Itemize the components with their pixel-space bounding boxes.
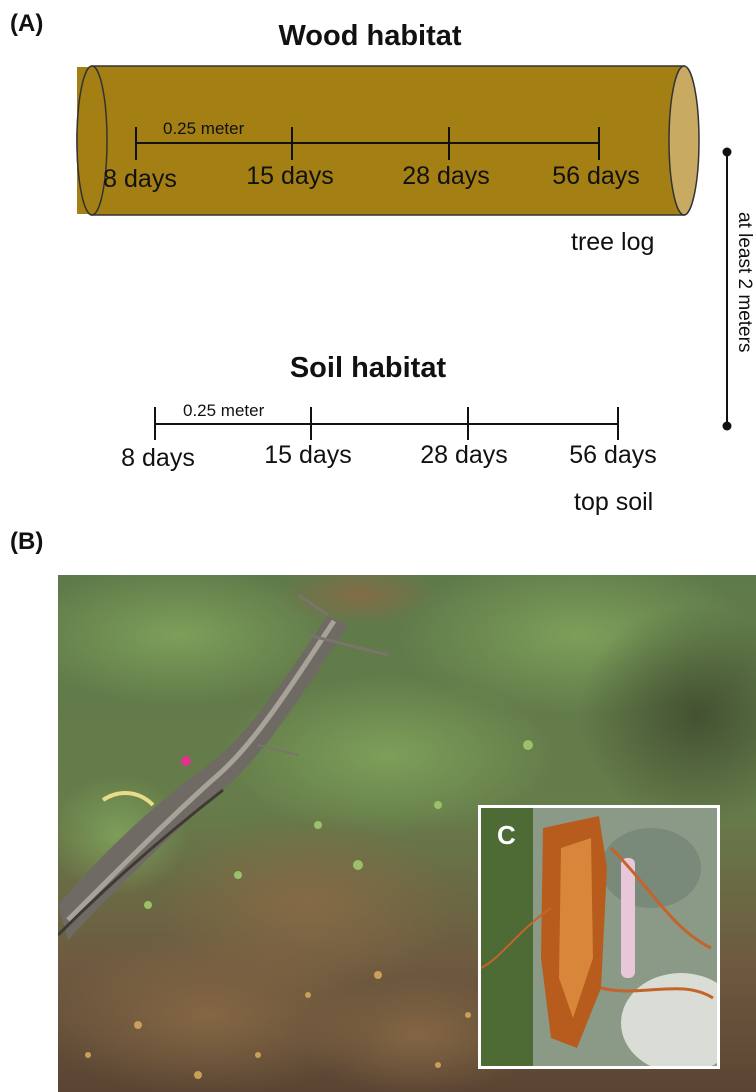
soil-tick-label-15: 15 days xyxy=(264,441,352,469)
soil-tick-label-8: 8 days xyxy=(121,444,195,472)
log-cut-end xyxy=(668,65,700,216)
wood-tick-label-8: 8 days xyxy=(103,165,177,193)
distance-label: at least 2 meters xyxy=(734,212,755,353)
distance-bar xyxy=(722,147,732,431)
panel-b-label: (B) xyxy=(10,528,44,555)
wood-sampling-line xyxy=(135,127,600,160)
wood-habitat-title: Wood habitat xyxy=(278,20,462,52)
bark-closeup-photo xyxy=(478,805,720,1069)
soil-segment-label: 0.25 meter xyxy=(183,401,265,420)
wood-segment-label: 0.25 meter xyxy=(163,119,245,138)
wood-tick-label-28: 28 days xyxy=(402,162,490,190)
inset-c-label: C xyxy=(497,820,516,850)
tree-log-caption: tree log xyxy=(571,228,655,256)
habitat-diagram xyxy=(76,65,732,440)
tree-log-shape xyxy=(76,65,700,216)
forest-floor-photo xyxy=(58,575,756,1092)
soil-tick-label-56: 56 days xyxy=(569,441,657,469)
log-body xyxy=(92,66,685,215)
wood-tick-label-15: 15 days xyxy=(246,162,334,190)
soil-sampling-line xyxy=(154,407,619,440)
panel-a-label: (A) xyxy=(10,10,44,37)
wood-tick-label-56: 56 days xyxy=(552,162,640,190)
top-soil-caption: top soil xyxy=(574,488,654,516)
soil-habitat-title: Soil habitat xyxy=(289,352,447,384)
soil-tick-label-28: 28 days xyxy=(420,441,508,469)
